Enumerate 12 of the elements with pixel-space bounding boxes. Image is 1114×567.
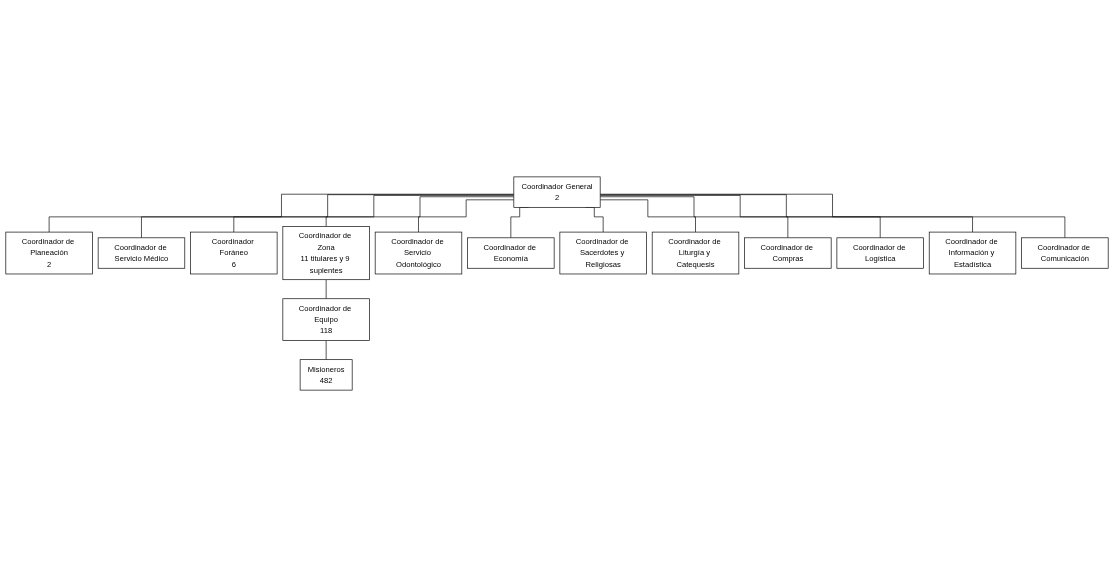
connector — [599, 193, 1066, 239]
connector — [599, 194, 973, 233]
connector — [599, 199, 696, 233]
connector — [325, 279, 327, 300]
connector — [418, 199, 515, 233]
connector — [599, 196, 789, 239]
connector — [599, 195, 881, 239]
connector — [48, 193, 515, 233]
connector — [233, 195, 515, 233]
connector — [325, 340, 327, 360]
connector — [141, 194, 515, 239]
connector — [325, 196, 515, 227]
